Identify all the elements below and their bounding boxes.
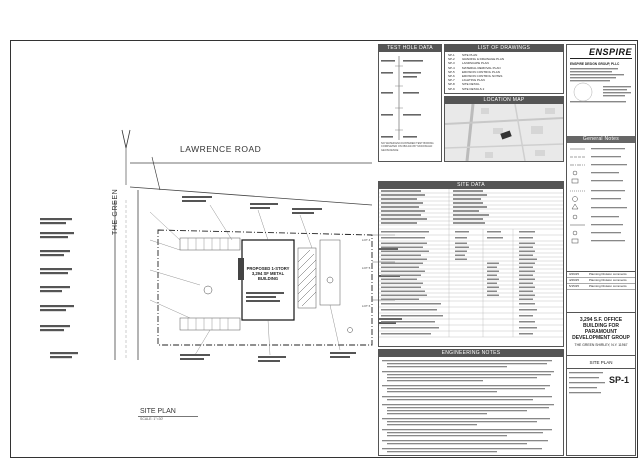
plan-annotations xyxy=(40,196,402,362)
paving-area xyxy=(297,247,317,309)
hatched-area xyxy=(297,249,317,307)
firm-logo: ENSPIRE xyxy=(588,47,632,57)
general-notes-legend xyxy=(570,147,627,244)
building-entrance xyxy=(238,258,244,280)
building-label: PROPOSED 1-STORY 3,294 SF METAL BUILDING xyxy=(246,266,290,281)
annotation-leaders xyxy=(149,204,341,356)
road-edge-south xyxy=(129,186,373,206)
location-map-panel: LOCATION MAP xyxy=(444,96,564,162)
lot-label: LOT 4 xyxy=(362,238,371,242)
proposed-building-outline xyxy=(241,239,295,321)
test-hole-log xyxy=(381,56,423,140)
project-title-box: 3,294 S.F. OFFICE BUILDING FOR PARAMOUNT… xyxy=(567,311,635,348)
parking-row-south xyxy=(179,317,241,331)
test-hole-panel: TEST HOLE DATA NO WATER ENCOUNTERED TEST… xyxy=(378,44,442,162)
sheet-info-fields xyxy=(569,372,605,394)
lot-label: LOT 6 xyxy=(362,304,371,308)
logo-rule xyxy=(570,58,632,59)
sheet-number: SP-1 xyxy=(609,375,630,386)
parking-stall-lines xyxy=(187,238,229,330)
drainage-ring xyxy=(326,276,334,284)
site-plan-scale: SCALE: 1"=30' xyxy=(140,417,164,421)
test-hole-footnote: NO WATER ENCOUNTERED TEST BORING COMPLET… xyxy=(381,142,434,152)
recharge-area xyxy=(319,239,341,306)
project-title: 3,294 S.F. OFFICE BUILDING FOR PARAMOUNT… xyxy=(572,316,630,341)
engineer-seal xyxy=(573,82,593,102)
drawing-list-header: LIST OF DRAWINGS xyxy=(445,45,563,52)
general-notes-header: General Notes xyxy=(567,135,635,143)
site-plan-title: SITE PLAN xyxy=(140,408,176,415)
north-arrow-icon xyxy=(121,129,131,149)
site-data-header: SITE DATA xyxy=(379,182,563,189)
title-block: ENSPIRE ENSPIRE DESIGN GROUP, PLLC Gener… xyxy=(566,44,636,456)
title-underline xyxy=(138,416,198,417)
firm-contact xyxy=(570,67,631,103)
property-line xyxy=(157,229,373,346)
engineering-notes-text xyxy=(382,360,554,453)
firm-name: ENSPIRE DESIGN GROUP, PLLC xyxy=(570,61,620,66)
engineering-notes-panel: ENGINEERING NOTES xyxy=(378,349,564,456)
site-data-panel: SITE DATA xyxy=(378,181,564,347)
lot-label: LOT 5 xyxy=(362,266,371,270)
site-location-marker xyxy=(500,130,512,140)
sheet-number-block: SP-1 xyxy=(567,368,635,399)
side-road-label: THE GREEN xyxy=(112,188,119,235)
drawing-sheet-border xyxy=(10,40,638,458)
leader-line xyxy=(151,156,161,191)
test-hole-header: TEST HOLE DATA xyxy=(379,45,441,52)
drainage-ring xyxy=(347,327,353,333)
engineering-notes-header: ENGINEERING NOTES xyxy=(379,350,563,357)
site-data-table xyxy=(379,189,563,338)
parking-row-north xyxy=(179,237,241,251)
project-location: THE GREEN SHIRLEY, N.Y. 11967 xyxy=(574,342,628,347)
drainage-ring xyxy=(203,285,213,295)
location-map-header: LOCATION MAP xyxy=(445,97,563,104)
sheet-name: SITE PLAN xyxy=(567,355,635,368)
location-map-image xyxy=(445,104,563,161)
road-name-label: LAWRENCE ROAD xyxy=(180,144,262,154)
